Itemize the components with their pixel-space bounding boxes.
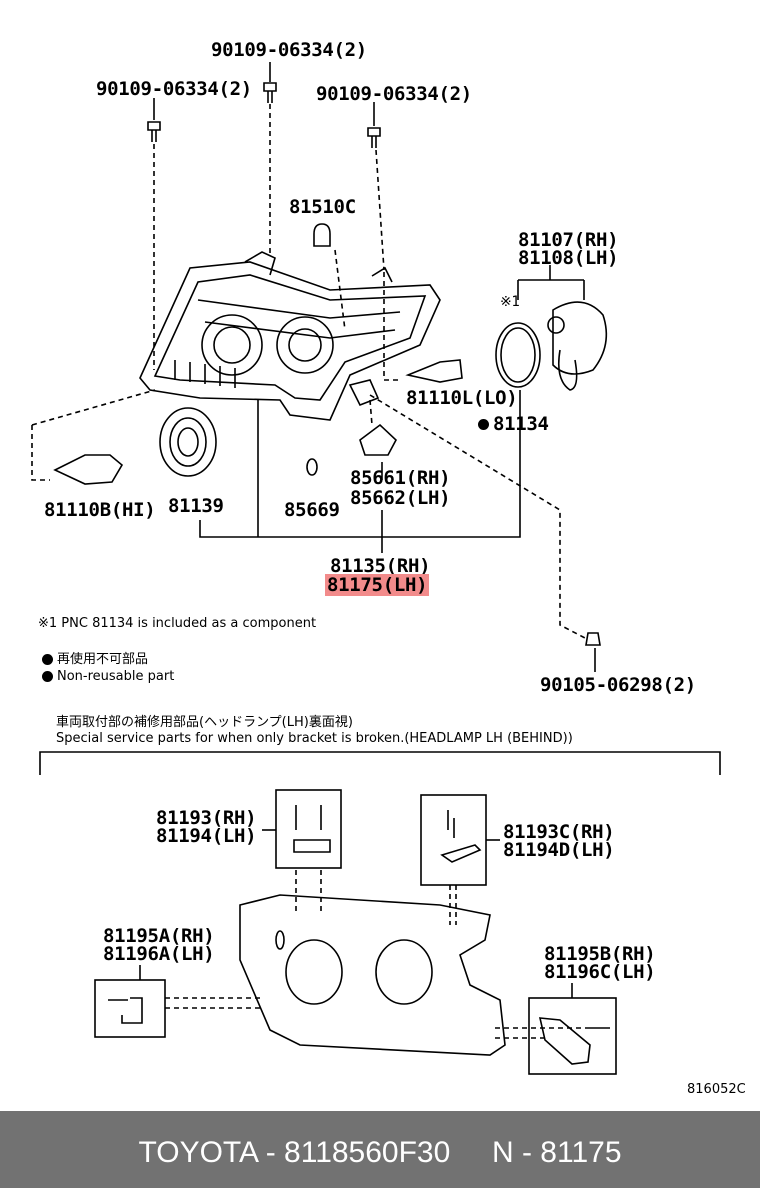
part-label-85661: 85661(RH) (350, 467, 451, 489)
legend-en-text: Non-reusable part (57, 669, 175, 684)
part-label-81110l: 81110L(LO) (406, 387, 518, 409)
bolt-icon-right (367, 127, 381, 148)
part-label-85669: 85669 (284, 499, 340, 521)
legend-jp: 再使用不可部品 (42, 648, 148, 667)
bracket-label-81194d: 81194D(LH) (503, 839, 615, 861)
part-label-81108: 81108(LH) (518, 247, 619, 269)
note-component: ※1 PNC 81134 is included as a component (38, 616, 317, 631)
part-label-85662: 85662(LH) (350, 487, 451, 509)
footer-bar (0, 1111, 760, 1188)
bracket-label-81193: 81193(RH) (156, 807, 257, 829)
bracket-label-81195a: 81195A(RH) (103, 925, 215, 947)
bracket-label-81195b: 81195B(RH) (544, 943, 656, 965)
legend-en: Non-reusable part (42, 669, 174, 684)
headlamp-assembly (139, 251, 441, 421)
bulb-icon-hi (53, 454, 124, 485)
part-label-bolt-left: 90109-06334(2) (96, 78, 252, 100)
exploded-diagram (31, 62, 721, 1075)
non-reusable-marker (478, 419, 489, 430)
bracket-label-81194: 81194(LH) (156, 825, 257, 847)
bulb-icon-81510c (313, 223, 331, 247)
bracket-label-81196c: 81196C(LH) (544, 961, 656, 983)
headlamp-back-view (239, 894, 506, 1056)
bolt-icon-left (147, 121, 161, 142)
bulb-icon-lo (405, 359, 463, 383)
bracket-label-81193c: 81193C(RH) (503, 821, 615, 843)
legend-dot-1 (42, 654, 53, 665)
part-label-81510c: 81510C (289, 196, 356, 218)
ref-mark: ※1 (500, 294, 520, 310)
part-label-90105: 90105-06298(2) (540, 674, 696, 696)
bolt-icon-top (263, 82, 277, 103)
part-label-81135: 81135(RH) (330, 555, 431, 577)
section-title-en: Special service parts for when only brac… (56, 731, 573, 746)
section-title-jp: 車両取付部の補修用部品(ヘッドランプ(LH)裏面視) (56, 715, 353, 730)
bracket-label-81196a: 81196A(LH) (103, 943, 215, 965)
part-label-81110b: 81110B(HI) (44, 499, 156, 521)
part-label-81175-highlighted: 81175(LH) (325, 574, 430, 596)
part-label-81134-text: 81134 (493, 413, 549, 435)
leveling-unit (547, 301, 608, 391)
part-label-81134: 81134 (478, 414, 549, 434)
footer-part-number: TOYOTA - 8118560F30 N - 81175 (138, 1136, 622, 1169)
seal-ring-icon (495, 322, 541, 388)
legend-jp-text: 再使用不可部品 (57, 652, 149, 667)
screw-icon-90105 (585, 632, 601, 646)
part-label-bolt-top: 90109-06334(2) (211, 39, 367, 61)
part-label-bolt-right: 90109-06334(2) (316, 83, 472, 105)
part-label-81139: 81139 (168, 495, 224, 517)
figure-code: 816052C (687, 1082, 746, 1097)
part-label-81107: 81107(RH) (518, 229, 619, 251)
highlight-81175: 81175(LH) (325, 574, 430, 596)
legend-dot-2 (42, 671, 53, 682)
